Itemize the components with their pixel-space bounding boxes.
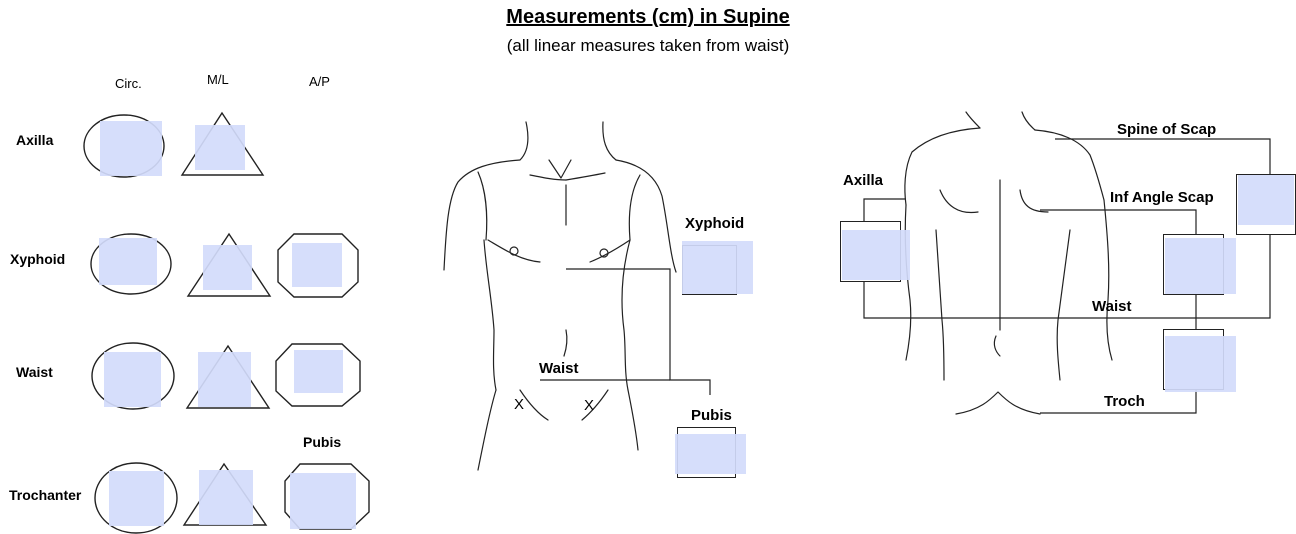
back-waist-label: Waist (1092, 298, 1131, 315)
back-inf-angle-scap-label: Inf Angle Scap (1110, 189, 1214, 206)
back-spine-of-scap-label: Spine of Scap (1117, 121, 1216, 138)
back-troch-label: Troch (1104, 393, 1145, 410)
spine-scap-connector (1055, 139, 1270, 175)
back-inf-angle-scap-input[interactable] (1165, 238, 1236, 294)
axilla-connector (864, 199, 906, 222)
back-axilla-input[interactable] (842, 230, 910, 280)
back-troch-input[interactable] (1165, 336, 1236, 392)
inf-angle-connector (1040, 210, 1196, 234)
back-axilla-label: Axilla (843, 172, 883, 189)
back-spine-of-scap-input[interactable] (1238, 175, 1294, 225)
